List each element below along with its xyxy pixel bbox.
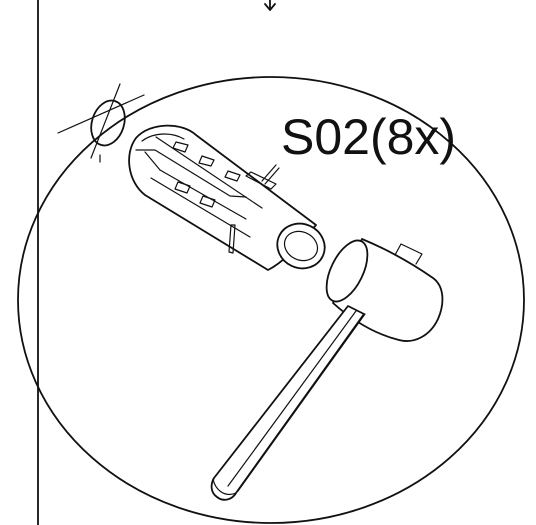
part-label: S02(8x) xyxy=(281,109,456,165)
hammer-icon xyxy=(210,238,444,501)
pointer-arrow-icon xyxy=(264,3,276,11)
detail-circle xyxy=(17,76,525,524)
diameter-symbol-icon xyxy=(57,83,145,163)
wall-plug-icon xyxy=(128,124,326,271)
